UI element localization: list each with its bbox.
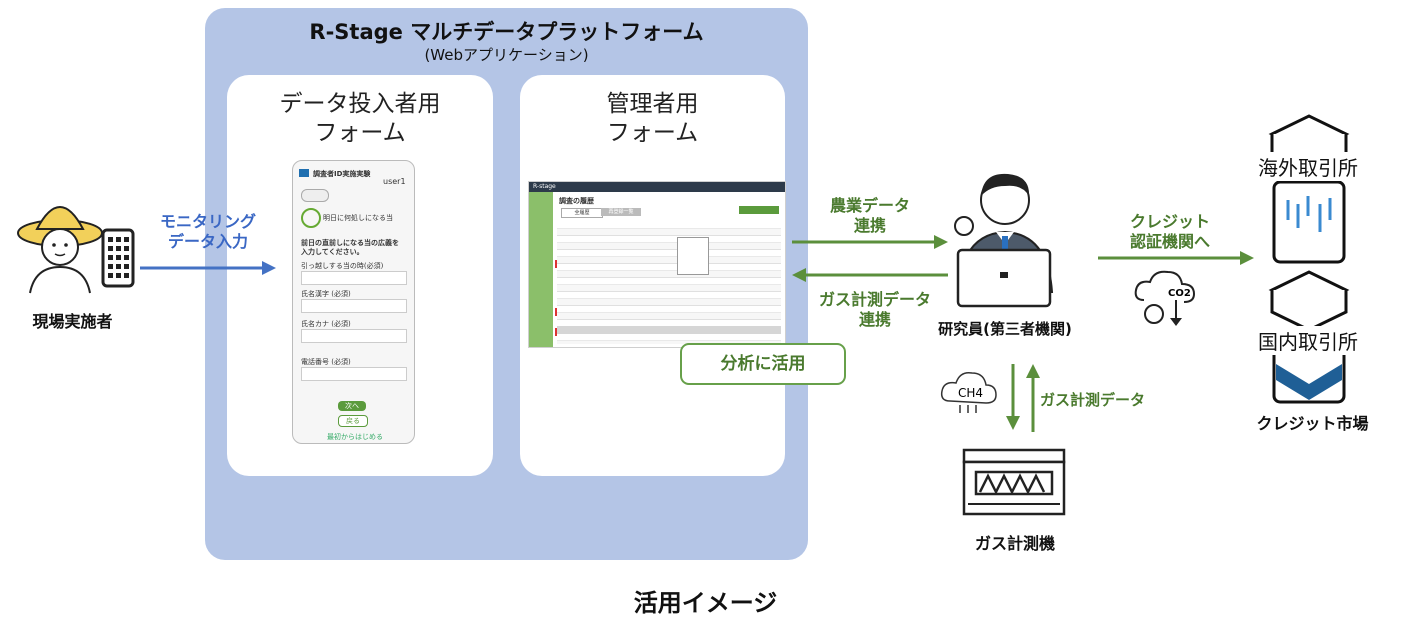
admin-screen-mockup: R-stage 調査の履歴 全履歴 再登録一覧 <box>528 181 786 348</box>
ch4-cloud-icon: CH4 <box>940 371 997 413</box>
field3-input[interactable] <box>301 329 407 343</box>
analysis-callout: 分析に活用 <box>680 343 846 385</box>
admin-row-marker <box>555 328 557 336</box>
app-logo-icon <box>299 169 309 177</box>
admin-topbar <box>529 182 785 192</box>
field1-input[interactable] <box>301 271 407 285</box>
monitoring-input-label: モニタリング データ入力 <box>159 212 256 251</box>
field2-label: 氏名漢字 (必須) <box>301 290 351 298</box>
gas-meter-label: ガス計測機 <box>974 534 1055 553</box>
field4-input[interactable] <box>301 367 407 381</box>
credit-market-label: クレジット市場 <box>1256 414 1369 433</box>
step-label: 明日に何処しになる当 <box>323 214 393 222</box>
admin-page-title: 調査の履歴 <box>559 197 594 205</box>
researcher-icon <box>954 173 1054 308</box>
field-worker-label: 現場実施者 <box>32 312 113 331</box>
gas-meter-icon <box>962 448 1066 516</box>
admin-row-marker <box>555 260 557 268</box>
overseas-exchange-label: 海外取引所 <box>1240 152 1376 181</box>
gas-data-arrows <box>1006 364 1040 432</box>
admin-popup <box>677 237 709 275</box>
admin-row-marker <box>555 308 557 316</box>
gas-data-link-label: ガス計測データ 連携 <box>818 290 931 329</box>
field3-label: 氏名カナ (必須) <box>301 320 351 328</box>
gas-data-link-arrow <box>792 268 948 282</box>
co2-cloud-icon: CO2 <box>1134 270 1196 326</box>
exchange-buildings-icon <box>1268 114 1350 404</box>
credit-cert-arrow <box>1098 251 1254 265</box>
gas-data-label: ガス計測データ <box>1040 391 1146 409</box>
agri-data-label: 農業データ 連携 <box>829 196 910 235</box>
diagram-caption: 活用イメージ <box>633 589 778 617</box>
next-button[interactable]: 次へ <box>338 401 366 411</box>
field4-label: 電話番号 (必須) <box>301 358 351 366</box>
phone-header: 調査者ID実施実験 <box>313 170 371 178</box>
co2-text: CO2 <box>1168 288 1191 299</box>
admin-table-highlight-row <box>557 326 781 334</box>
admin-tab-all[interactable]: 全履歴 <box>561 208 603 218</box>
restart-link[interactable]: 最初からはじめる <box>327 433 383 441</box>
admin-table <box>557 222 781 344</box>
platform-subtitle: (Webアプリケーション) <box>424 46 589 64</box>
admin-action-button[interactable] <box>739 206 779 214</box>
question-text: 前日の直前しになる当の広義を入力してください。 <box>301 239 399 256</box>
farmer-icon <box>17 206 135 294</box>
researcher-label: 研究員(第三者機関) <box>938 320 1072 338</box>
ch4-text: CH4 <box>958 386 983 400</box>
admin-brand: R-stage <box>533 183 556 190</box>
phone-user: user1 <box>383 177 406 186</box>
field2-input[interactable] <box>301 299 407 313</box>
input-form-title: データ投入者用 フォーム <box>279 91 441 146</box>
phone-mockup: 調査者ID実施実験 user1 明日に何処しになる当 前日の直前しになる当の広義… <box>292 160 415 444</box>
step-pill <box>301 189 329 202</box>
admin-form-title: 管理者用 フォーム <box>606 91 699 146</box>
platform-title: R-Stage マルチデータプラットフォーム <box>309 20 704 44</box>
admin-sidebar <box>529 192 553 347</box>
progress-ring-icon <box>301 208 321 228</box>
agri-data-arrow <box>792 235 948 249</box>
back-button[interactable]: 戻る <box>338 415 368 427</box>
admin-tab-reregister[interactable]: 再登録一覧 <box>601 208 641 216</box>
domestic-exchange-label: 国内取引所 <box>1240 326 1376 355</box>
field1-label: 引っ越しする当の時(必須) <box>301 262 384 270</box>
credit-cert-label: クレジット 認証機関へ <box>1129 212 1210 251</box>
monitoring-arrow <box>140 261 276 275</box>
